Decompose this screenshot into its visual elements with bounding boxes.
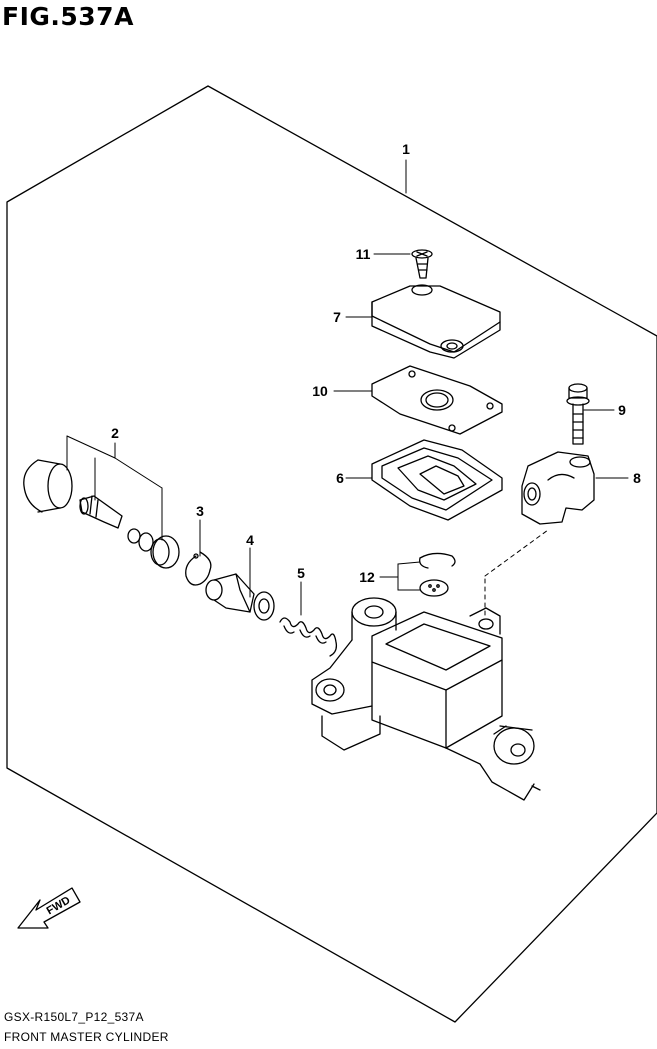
- callout-12: 12: [359, 569, 375, 585]
- part-9-bolt: [566, 383, 590, 445]
- part-2-rings: [127, 528, 180, 569]
- part-7-reservoir-cap: [371, 284, 501, 359]
- part-8-holder-clamp: [521, 451, 595, 525]
- part-1-cylinder-body: [311, 597, 541, 801]
- part-3-circlip: [185, 551, 212, 586]
- callout-8: 8: [633, 470, 641, 486]
- part-11-screw: [411, 249, 433, 279]
- fwd-arrow-icon: [17, 887, 81, 929]
- figure-name: FRONT MASTER CYLINDER: [4, 1030, 169, 1044]
- callout-3: 3: [196, 503, 204, 519]
- part-2-piston: [79, 495, 123, 529]
- callout-labels: 1 2 3 4 5 6 7 8 9 10 11 12 FWD: [45, 141, 641, 917]
- callout-9: 9: [618, 402, 626, 418]
- part-6-gasket: [371, 439, 503, 521]
- part-4-piston-assembly: [205, 573, 275, 621]
- part-5-spring: [279, 617, 338, 657]
- assembly-boundary: [6, 85, 657, 1023]
- callout-1: 1: [402, 141, 410, 157]
- callout-7: 7: [333, 309, 341, 325]
- figure-title: FIG.537A: [2, 2, 134, 31]
- leader-lines: [66, 159, 629, 616]
- part-2-piston-cup: [23, 459, 73, 513]
- part-10-diaphragm-plate: [371, 365, 503, 435]
- callout-4: 4: [246, 532, 254, 548]
- callout-6: 6: [336, 470, 344, 486]
- callout-10: 10: [312, 383, 328, 399]
- callout-2: 2: [111, 425, 119, 441]
- figure-code: GSX-R150L7_P12_537A: [4, 1010, 144, 1024]
- callout-5: 5: [297, 565, 305, 581]
- part-12-ring-and-cap: [419, 552, 456, 597]
- callout-11: 11: [356, 246, 371, 262]
